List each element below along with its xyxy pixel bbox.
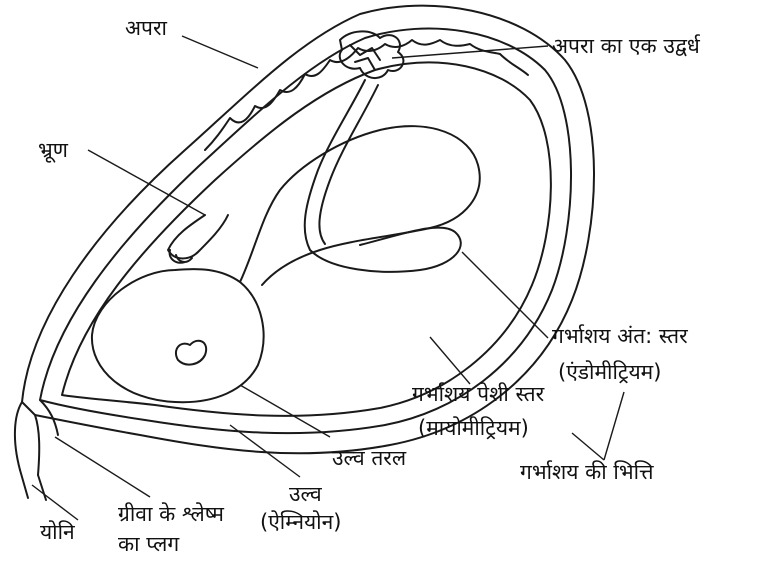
leader-myometrium (430, 337, 470, 384)
cervix (15, 400, 58, 475)
label-placenta: अपरा (125, 16, 167, 40)
label-cervical-plug-2: का प्लग (118, 532, 179, 556)
label-cervical-plug-1: ग्रीवा के श्लेष्म (118, 502, 224, 526)
embryo-arm (168, 215, 228, 259)
label-amniotic-fluid: उल्व तरल (332, 446, 406, 470)
embryo-head (92, 269, 264, 402)
label-embryo: भ्रूण (38, 138, 68, 162)
label-amnion-2: (ऐम्नियोन) (260, 510, 341, 534)
embryo-body (240, 126, 480, 285)
leader-embryo (88, 150, 205, 215)
label-villus: अपरा का एक उद्वर्ध (552, 34, 700, 58)
leader-villus (392, 46, 548, 58)
leader-wall-b (604, 392, 624, 460)
leader-wall-a (572, 433, 604, 460)
label-myometrium-1: गर्भाशय पेशी स्तर (412, 382, 544, 406)
leader-endometrium (462, 252, 548, 338)
umbilical-cord (305, 80, 461, 272)
label-endometrium-1: गर्भाशय अंत: स्तर (552, 324, 688, 348)
label-vagina: योनि (40, 520, 75, 544)
label-amnion-1: उल्व (289, 482, 322, 506)
leader-vagina (32, 485, 78, 520)
label-myometrium-2: (मायोमीट्रियम) (418, 416, 529, 440)
embryo-ear (176, 341, 206, 365)
leader-amniotic-fluid (240, 385, 330, 437)
leader-placenta (182, 36, 258, 68)
leader-cervical-plug (55, 437, 150, 497)
label-uterine-wall: गर्भाशय की भित्ति (520, 460, 654, 484)
label-endometrium-2: (एंडोमीट्रियम) (558, 360, 661, 384)
